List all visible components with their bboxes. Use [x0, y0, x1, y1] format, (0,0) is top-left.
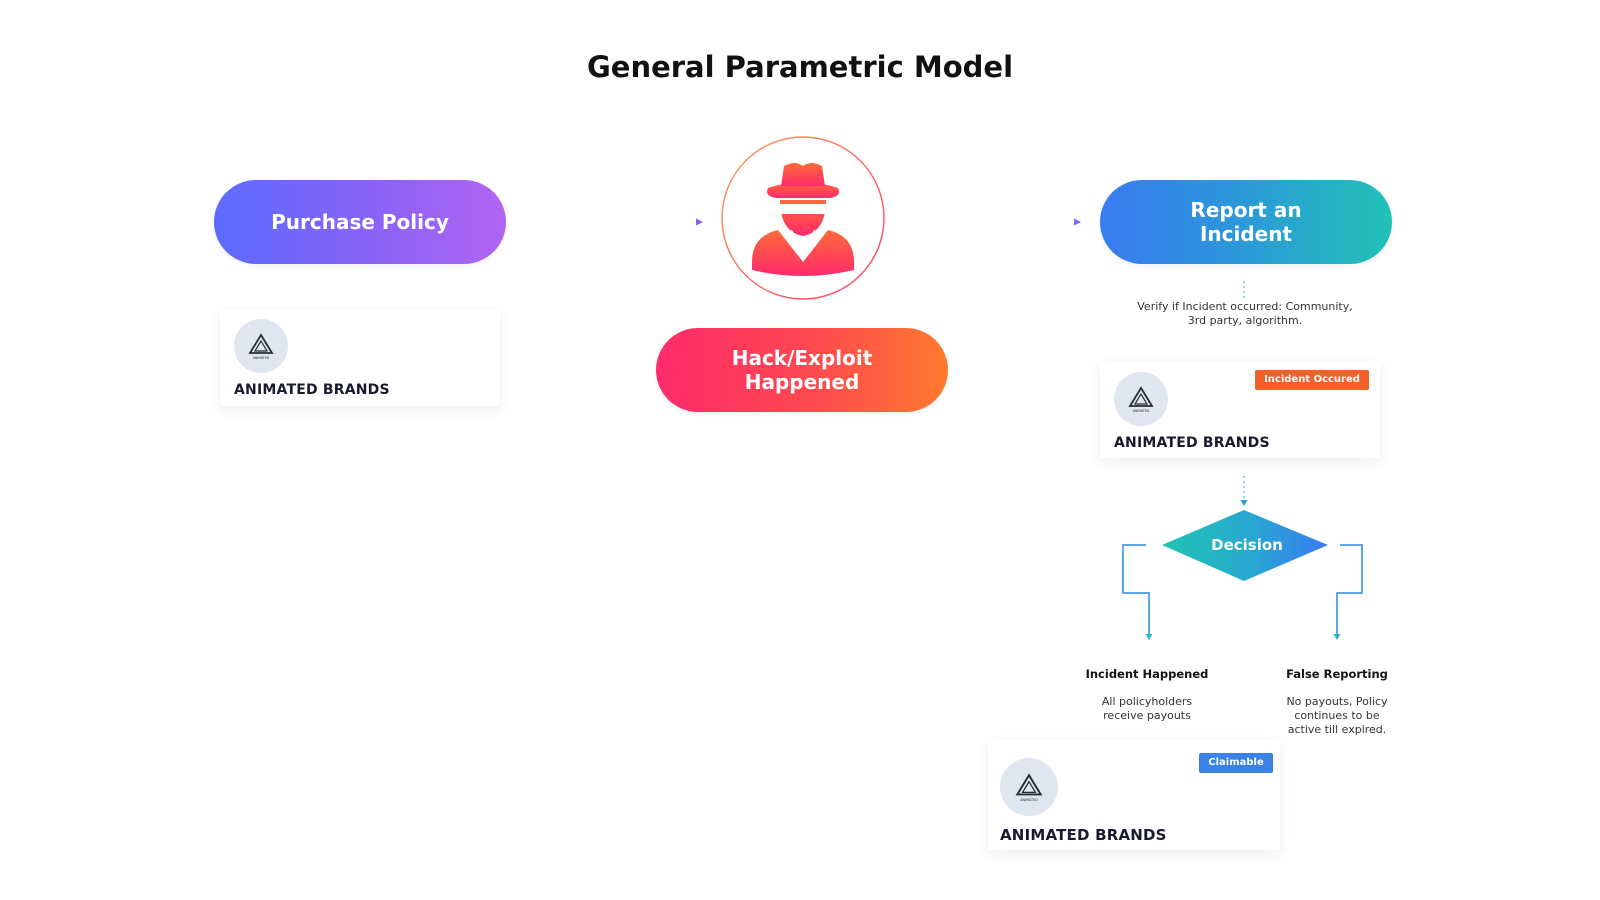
- arrow-hack-to-report: [904, 218, 1081, 226]
- logo-mark-icon: ANIMATED: [248, 333, 274, 360]
- arrow-purchase-to-hack: [526, 218, 703, 226]
- verify-note: Verify if Incident occurred: Community, …: [1137, 300, 1353, 327]
- animated-brands-logo: ANIMATED: [234, 319, 288, 373]
- animated-brands-logo: ANIMATED: [1114, 372, 1168, 426]
- page-title: General Parametric Model: [586, 50, 1014, 84]
- branch-right-connector: [1333, 544, 1363, 640]
- animated-brands-logo: ANIMATED: [1000, 758, 1058, 816]
- brand-name: ANIMATED BRANDS: [1000, 826, 1167, 844]
- logo-caption: ANIMATED: [1020, 798, 1038, 802]
- outcome-incident-happened-desc: All policyholders receive payouts: [1101, 695, 1193, 722]
- brand-name: ANIMATED BRANDS: [234, 382, 390, 398]
- decision-diamond: [1162, 510, 1328, 581]
- hack-exploit-label: Hack/Exploit Happened: [731, 346, 873, 394]
- purchase-policy-node: Purchase Policy: [214, 180, 506, 264]
- logo-caption: ANIMATED: [1133, 409, 1150, 413]
- incident-occurred-badge: Incident Occured: [1255, 370, 1369, 390]
- outcome-false-reporting-desc: No payouts, Policy continues to be activ…: [1286, 695, 1388, 736]
- report-incident-label: Report an Incident: [1190, 198, 1302, 246]
- report-incident-node: Report an Incident: [1100, 180, 1392, 264]
- purchase-policy-label: Purchase Policy: [271, 210, 449, 234]
- brand-name: ANIMATED BRANDS: [1114, 435, 1270, 451]
- outcome-incident-happened-title: Incident Happened: [1085, 667, 1209, 681]
- decision-label: Decision: [1211, 536, 1283, 554]
- hack-exploit-node: Hack/Exploit Happened: [656, 328, 948, 412]
- branch-left-connector: [1122, 544, 1153, 640]
- logo-mark-icon: ANIMATED: [1015, 773, 1043, 802]
- logo-caption: ANIMATED: [253, 356, 270, 360]
- claimable-badge: Claimable: [1199, 753, 1273, 773]
- brand-card-purchase: ANIMATED ANIMATED BRANDS: [220, 310, 500, 406]
- hacker-icon: [721, 136, 885, 300]
- logo-mark-icon: ANIMATED: [1128, 386, 1154, 413]
- dashed-card-to-decision: [1240, 476, 1248, 506]
- outcome-false-reporting-title: False Reporting: [1286, 667, 1388, 681]
